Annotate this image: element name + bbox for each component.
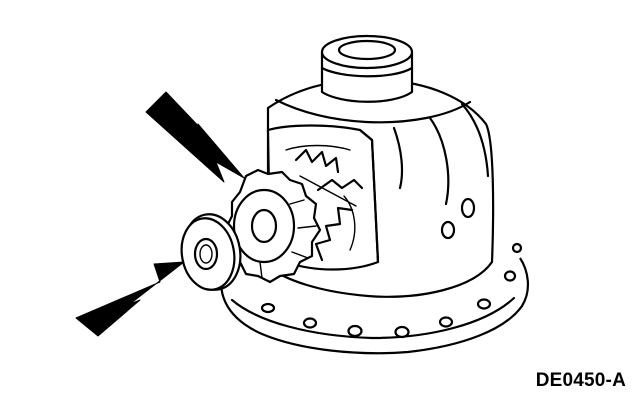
flange-bolt-hole bbox=[302, 317, 318, 329]
flange-bolt-hole bbox=[394, 325, 410, 339]
flange-bolt-hole bbox=[260, 302, 276, 314]
arrow-pointer-icon bbox=[145, 91, 245, 183]
arrow-pointer-icon bbox=[75, 261, 185, 337]
flange-bolt-hole bbox=[438, 316, 454, 328]
pinion-thrust-washer bbox=[180, 213, 242, 291]
case-side-hole bbox=[440, 220, 456, 240]
flange-bolt-hole bbox=[503, 270, 517, 282]
flange-bolt-hole bbox=[511, 242, 523, 254]
figure-reference-code: DE0450-A bbox=[535, 370, 626, 391]
internal-side-gear bbox=[294, 148, 364, 262]
bearing-hub bbox=[320, 34, 414, 103]
differential-pinion-gear bbox=[224, 168, 322, 284]
flange-bolt-hole bbox=[347, 324, 363, 338]
flange-bolt-hole bbox=[476, 298, 492, 310]
case-side-hole bbox=[460, 197, 476, 219]
